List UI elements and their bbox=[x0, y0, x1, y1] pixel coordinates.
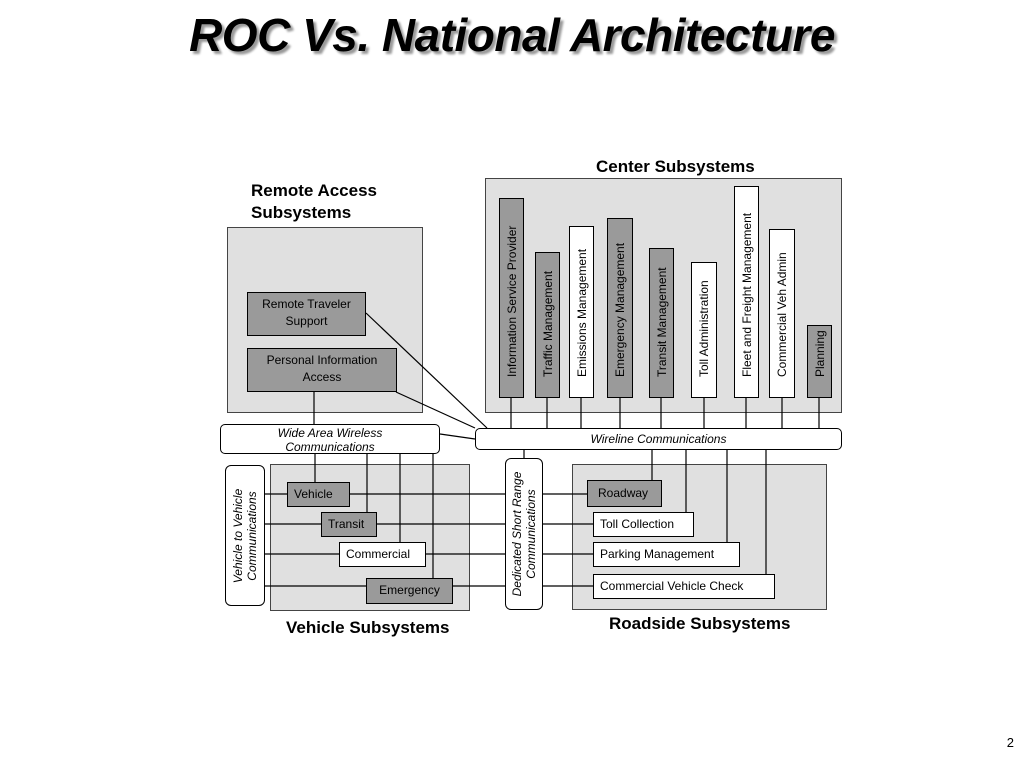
center-bar-information-service-provider: Information Service Provider bbox=[499, 198, 524, 398]
dsrc-line1: Dedicated Short Range bbox=[510, 471, 524, 597]
toll-collection-box: Toll Collection bbox=[593, 512, 694, 537]
emergency-box: Emergency bbox=[366, 578, 453, 604]
center-bar-label: Planning bbox=[812, 330, 827, 377]
center-bar-commercial-veh-admin: Commercial Veh Admin bbox=[769, 229, 795, 398]
wide-area-wireless-line1: Wide Area Wireless bbox=[277, 426, 383, 440]
vehicle-subsystems-heading: Vehicle Subsystems bbox=[286, 618, 450, 637]
roadway-box: Roadway bbox=[587, 480, 662, 507]
v2v-line1: Vehicle to Vehicle bbox=[231, 488, 245, 583]
commercial-box: Commercial bbox=[339, 542, 426, 567]
wide-area-wireless-line2: Communications bbox=[285, 440, 375, 454]
transit-box: Transit bbox=[321, 512, 377, 537]
page-number: 2 bbox=[1006, 735, 1014, 750]
parking-management-box: Parking Management bbox=[593, 542, 740, 567]
roadside-subsystems-heading: Roadside Subsystems bbox=[609, 614, 791, 633]
remote-access-heading-line1: Remote Access bbox=[251, 181, 377, 200]
center-bar-traffic-management: Traffic Management bbox=[535, 252, 560, 398]
center-subsystems-heading: Center Subsystems bbox=[596, 157, 755, 176]
vehicle-box: Vehicle bbox=[287, 482, 350, 507]
center-bar-fleet-and-freight-management: Fleet and Freight Management bbox=[734, 186, 759, 398]
center-bar-label: Commercial Veh Admin bbox=[775, 252, 789, 377]
personal-information-access-line2: Access bbox=[302, 370, 342, 384]
dsrc-line2: Communications bbox=[524, 489, 538, 579]
center-bar-emissions-management: Emissions Management bbox=[569, 226, 594, 398]
center-bar-label: Emergency Management bbox=[613, 242, 627, 377]
center-bar-transit-management: Transit Management bbox=[649, 248, 674, 398]
center-bar-label: Information Service Provider bbox=[504, 225, 519, 377]
slide-title: ROC Vs. National Architecture bbox=[189, 9, 835, 61]
remote-traveler-support-box: Remote Traveler Support bbox=[247, 292, 366, 336]
commercial-vehicle-check-box: Commercial Vehicle Check bbox=[593, 574, 775, 599]
center-bar-label: Toll Administration bbox=[697, 280, 711, 377]
wireline-communications-label: Wireline Communications bbox=[590, 432, 727, 446]
wireline-communications: Wireline Communications bbox=[475, 428, 842, 450]
remote-traveler-support-line2: Support bbox=[285, 314, 328, 328]
center-bar-label: Fleet and Freight Management bbox=[739, 212, 754, 377]
wide-area-wireless-communications: Wide Area Wireless Communications bbox=[220, 424, 440, 454]
center-bar-toll-administration: Toll Administration bbox=[691, 262, 717, 398]
remote-traveler-support-line1: Remote Traveler bbox=[262, 297, 351, 311]
center-bar-emergency-management: Emergency Management bbox=[607, 218, 633, 398]
personal-information-access-line1: Personal Information bbox=[266, 353, 378, 367]
center-bar-label: Traffic Management bbox=[540, 270, 555, 377]
personal-information-access-box: Personal Information Access bbox=[247, 348, 397, 392]
center-bar-label: Emissions Management bbox=[574, 248, 589, 377]
v2v-line2: Communications bbox=[245, 490, 259, 581]
center-bar-planning: Planning bbox=[807, 325, 832, 398]
center-bar-label: Transit Management bbox=[654, 267, 669, 377]
remote-access-heading-line2: Subsystems bbox=[251, 203, 352, 222]
